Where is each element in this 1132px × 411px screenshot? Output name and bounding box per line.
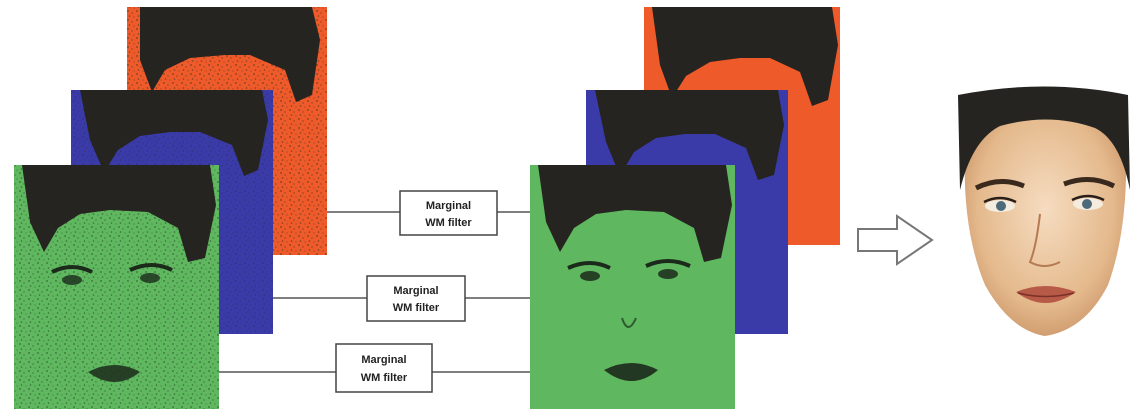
filter-box-1-line2: WM filter [425,217,472,229]
noisy-green-channel [14,165,219,409]
filter-box-3-line2: WM filter [361,372,408,384]
filter-box-1: Marginal WM filter [400,191,497,235]
restored-color-face [952,87,1130,339]
filter-box-2-line2: WM filter [393,302,440,314]
filter-box-3-line1: Marginal [361,354,406,366]
right-arrow-icon [858,216,932,264]
filter-box-2-line1: Marginal [393,285,438,297]
filtered-green-channel [530,165,735,409]
filter-box-2: Marginal WM filter [367,276,465,321]
filter-box-1-line1: Marginal [426,200,471,212]
filter-box-3: Marginal WM filter [336,344,432,392]
